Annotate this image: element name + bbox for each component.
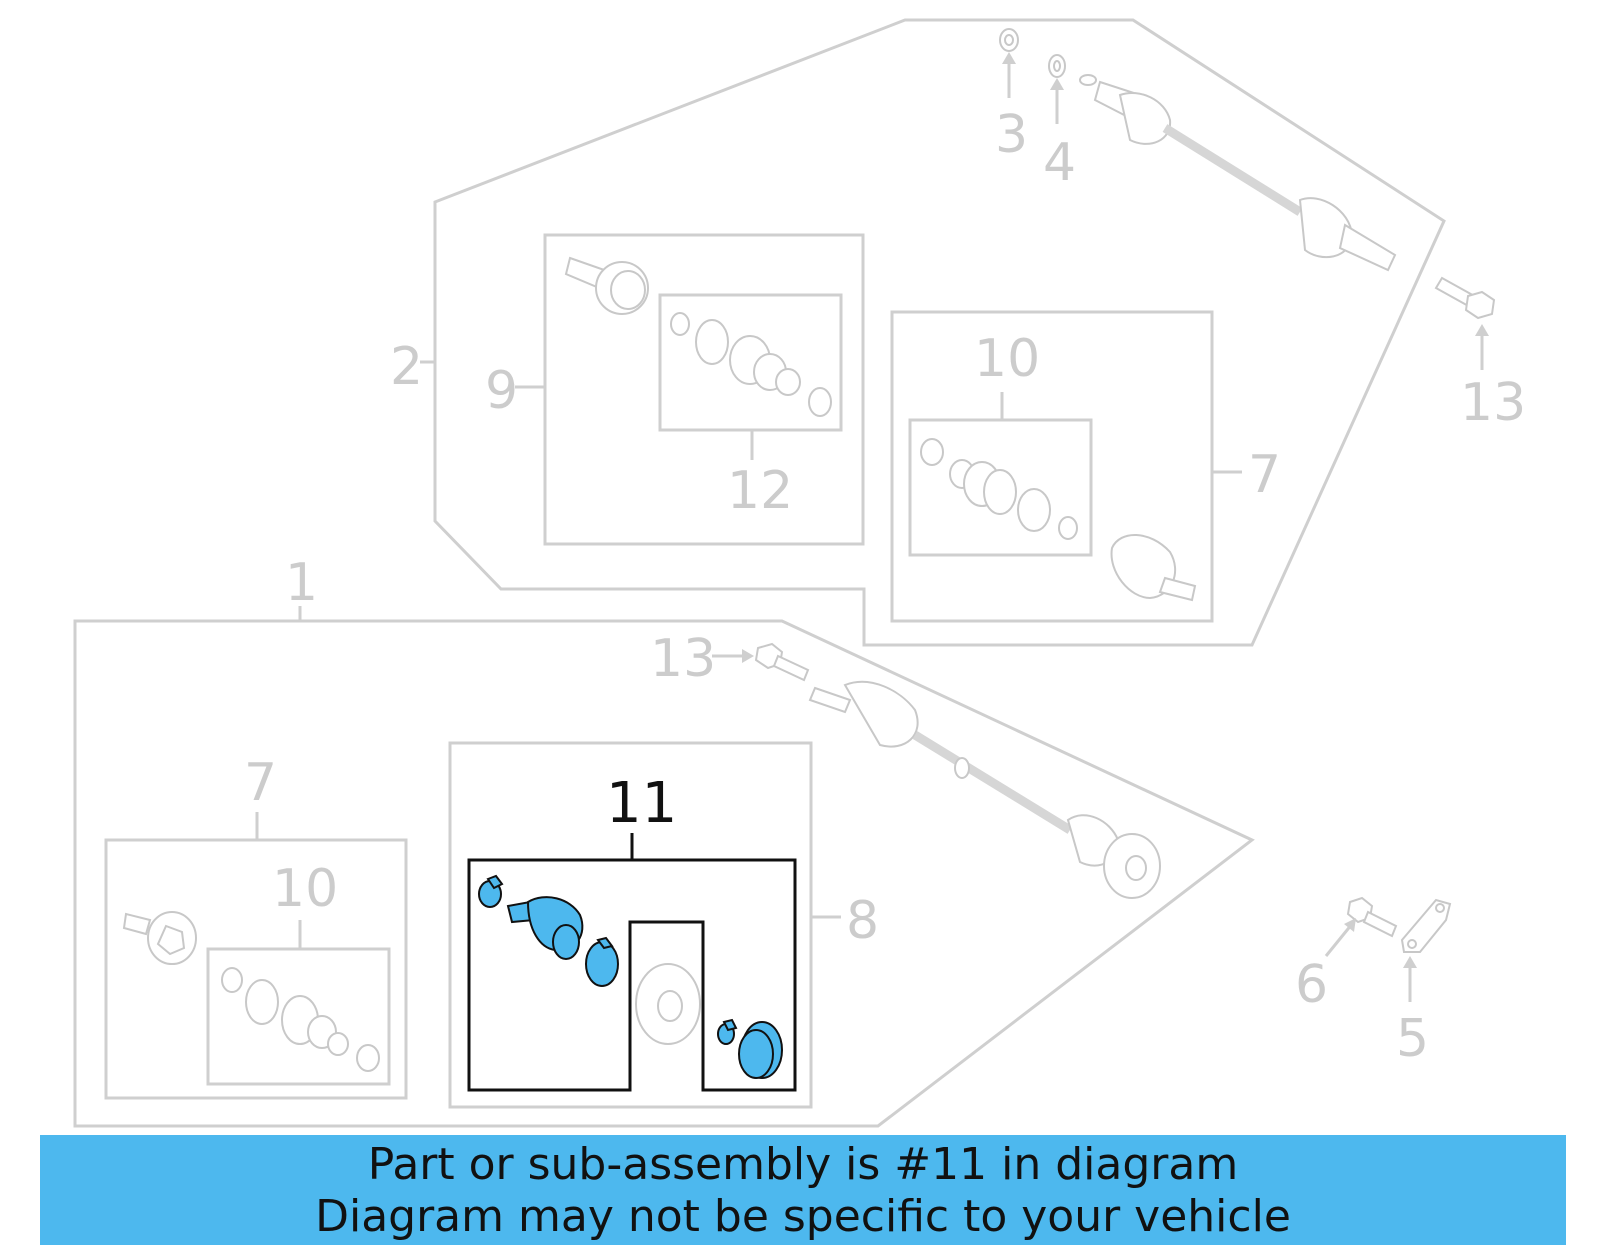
- washer-3: [999, 28, 1019, 52]
- callout-8: 8: [846, 891, 879, 951]
- callout-11: 11: [606, 771, 677, 836]
- upper-assembly-outline: [433, 18, 1446, 647]
- lower-drive-shaft: [808, 680, 1161, 899]
- upper-drive-shaft: [1079, 74, 1397, 272]
- callout-9: 9: [485, 361, 518, 421]
- callout-10-upper: 10: [974, 329, 1040, 389]
- box-9: [543, 233, 865, 546]
- callout-5: 5: [1396, 1009, 1429, 1069]
- wheel-hub: [635, 963, 701, 1045]
- washer-4: [1048, 54, 1066, 78]
- callout-10-lower: 10: [272, 859, 338, 919]
- callout-6: 6: [1295, 955, 1328, 1015]
- bolt-13-left: [754, 642, 810, 682]
- inner-cv-joint-7-upper: [1110, 534, 1197, 602]
- callout-13-left: 13: [650, 629, 716, 689]
- callout-2: 2: [390, 337, 423, 397]
- boot-kit-10-upper: [920, 438, 1078, 540]
- callout-3: 3: [995, 105, 1028, 165]
- callout-7-upper: 7: [1248, 445, 1281, 505]
- info-banner: Part or sub-assembly is #11 in diagram D…: [40, 1135, 1566, 1245]
- banner-line-2: Diagram may not be specific to your vehi…: [315, 1191, 1291, 1242]
- outer-cv-joint-9: [564, 256, 649, 315]
- lower-assembly-outline: [73, 619, 1255, 1128]
- callout-4: 4: [1043, 133, 1076, 193]
- callout-12: 12: [727, 461, 793, 521]
- callout-13-right: 13: [1460, 373, 1526, 433]
- box-8: [448, 741, 813, 1109]
- boot-kit-10-lower: [221, 967, 380, 1072]
- callout-1: 1: [285, 553, 318, 613]
- banner-line-1: Part or sub-assembly is #11 in diagram: [367, 1139, 1239, 1190]
- callout-7-lower: 7: [244, 753, 277, 813]
- bracket-5: [1400, 898, 1452, 953]
- bolt-6: [1346, 896, 1398, 938]
- bolt-13-right: [1434, 276, 1496, 320]
- box-11: [467, 858, 797, 1092]
- boot-kit-12: [670, 312, 832, 417]
- box-7-upper: [890, 310, 1214, 623]
- highlighted-cv-joint-kit-11: [478, 874, 783, 1079]
- outer-cv-joint-7-lower: [122, 911, 197, 965]
